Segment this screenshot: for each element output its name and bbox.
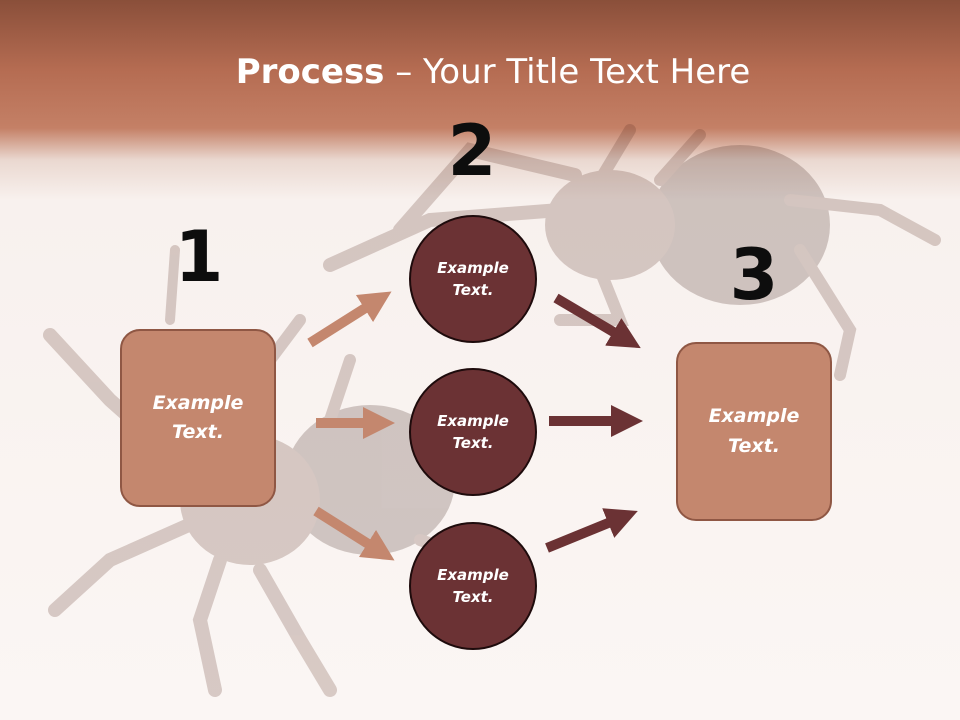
circle-2-line2: Text. (452, 434, 494, 452)
process-circle-1: Example Text. (409, 215, 537, 343)
process-circle-3: Example Text. (409, 522, 537, 650)
slide-title: Process – Your Title Text Here (0, 52, 960, 92)
arrow-from-circle-3 (545, 508, 638, 553)
circle-1-line2: Text. (452, 281, 494, 299)
process-box-right: Example Text. (676, 342, 832, 521)
circle-3-line2: Text. (452, 588, 494, 606)
step-number-1: 1 (174, 216, 224, 298)
circle-2-line1: Example (437, 411, 509, 430)
arrow-from-circle-1 (553, 293, 641, 349)
arrow-to-circle-1 (307, 291, 392, 348)
circle-3-line1: Example (437, 565, 509, 584)
box-left-line2: Text. (172, 421, 224, 443)
circle-1-line1: Example (437, 258, 509, 277)
process-box-left: Example Text. (120, 329, 276, 507)
title-strong-text: Process (235, 52, 385, 92)
arrow-to-circle-3 (313, 506, 395, 561)
process-circle-2: Example Text. (409, 368, 537, 496)
step-number-3: 3 (729, 234, 779, 316)
box-right-line2: Text. (728, 434, 780, 457)
box-left-line1: Example (152, 391, 244, 414)
box-right-line1: Example (708, 405, 800, 428)
step-number-2: 2 (447, 110, 497, 192)
title-rest-text: – Your Title Text Here (384, 52, 751, 92)
